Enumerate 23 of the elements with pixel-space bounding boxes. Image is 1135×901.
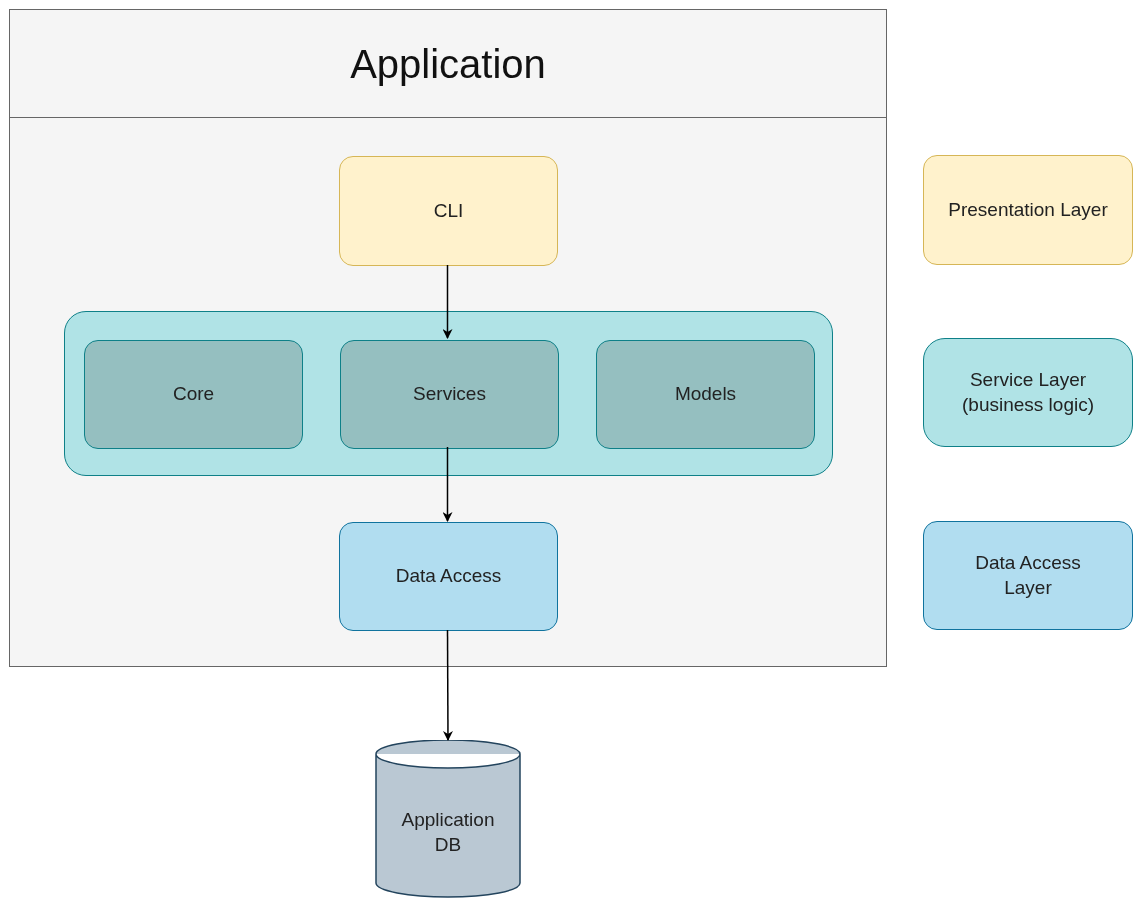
presentation-box [923, 155, 1133, 265]
database-cylinder [375, 740, 521, 898]
arrow [442, 446, 453, 522]
node-label: Data Access [395, 564, 502, 589]
data-access-box [923, 521, 1133, 630]
arrow [442, 264, 453, 339]
node-label: Services [413, 382, 486, 407]
node-label: Core [172, 382, 215, 407]
service-layer-box [64, 311, 833, 476]
node-label: Data Access Layer [974, 550, 1082, 600]
data-access-box [339, 522, 558, 631]
node-label: Models [674, 382, 737, 407]
component-box [340, 340, 559, 449]
application-container [9, 9, 887, 667]
node-label: Application DB [400, 808, 496, 857]
arrow [442, 629, 453, 741]
presentation-box [339, 156, 558, 266]
service-layer-box [923, 338, 1133, 447]
node-label: CLI [433, 198, 464, 223]
node-label: Service Layer (business logic) [961, 367, 1095, 417]
node-label: Presentation Layer [948, 197, 1108, 222]
component-box [596, 340, 815, 449]
component-box [84, 340, 303, 449]
